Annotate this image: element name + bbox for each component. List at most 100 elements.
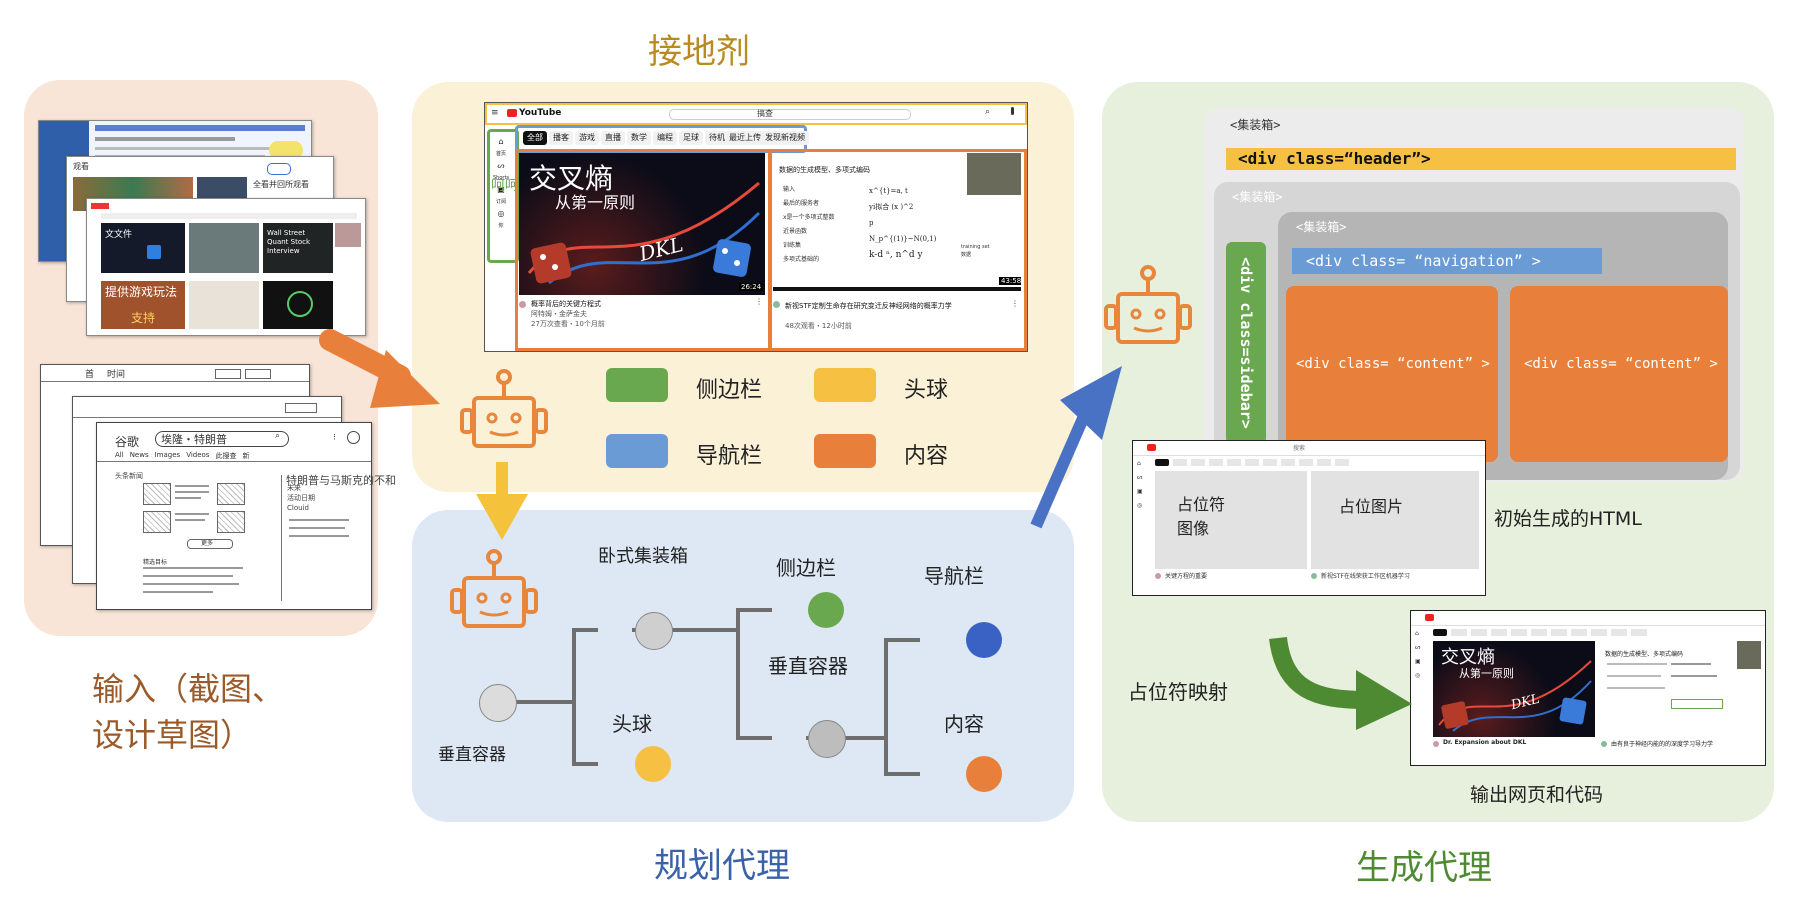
yt-header-region [485,103,1027,125]
planning-panel [412,510,1074,822]
placeholder-mapping-label: 占位符映射 [1128,680,1228,704]
yt-content-region-2 [769,149,1027,351]
yt-video2-meta: 新视STF定制生命存在研究变迁反神经网络的概率力学 48次观看・12小时前 [785,302,952,330]
sketch-menu-icon: ⁝ [333,433,336,443]
tree-label-sidebar: 侧边栏 [776,556,836,580]
planning-tree-edges [496,608,920,776]
yt-video2-avatar[interactable] [773,301,780,308]
legend-swatch-navigation [606,434,668,468]
sketch-side-words: 未来 活动日期 Clouid [287,484,315,512]
yt-chip-6[interactable]: 足球 [679,131,703,145]
output-webpage-mock: ⌂ᔕ▣◎ 交叉熵 从第一原则 DKL 数据的生成模型、多项式编码 Dr. Exp… [1410,610,1766,766]
arrow-placeholder-mapping-head [1356,670,1412,730]
out-video1-title: 交叉熵 [1441,647,1495,668]
yt-chip-5[interactable]: 编程 [653,131,677,145]
sketch-search-text: 埃隆・特朗普 [161,433,227,446]
yt-video1-thumbnail[interactable]: 交叉熵 从第一原则 DKL 26:24 [519,153,765,295]
tree-label-navigation: 导航栏 [924,564,984,588]
yt-search-icon[interactable]: ⌕ [985,107,991,117]
legend-swatch-content [814,434,876,468]
tree-label-header: 头球 [612,712,652,736]
tree-node-header [635,746,671,782]
shot3-bottom-title1: 提供游戏玩法 [105,285,178,299]
code-content-box-2 [1510,286,1728,462]
generation-robot-icon [1104,265,1192,344]
yt-chip-4[interactable]: 数学 [627,131,651,145]
container-inner-label: <集装箱> [1296,220,1347,234]
yt-home-icon[interactable]: ⌂ [498,137,504,146]
legend-swatch-sidebar [606,368,668,402]
init-search-text: 搜索 [1293,445,1306,452]
arrow-grounding-to-planning-head [476,494,528,540]
yt-chip-0[interactable]: 全部 [523,131,547,145]
yt-shorts-icon[interactable]: ᔕ [497,161,505,170]
yt-video2-side-notes: training set 数据 [961,244,990,258]
yt-subscriptions-icon[interactable]: ▣ [497,185,505,194]
out-caption-2: 由有良于神经内能的的深度学习导力学 [1611,741,1714,748]
tree-node-root [479,684,517,722]
yt-chip-7[interactable]: 待机 [705,131,729,145]
out-video1-thumbnail: 交叉熵 从第一原则 DKL [1433,641,1595,737]
initial-html-mock: 搜索 ⌂ᔕ▣◎ 占位符 图像 占位图片 关键方程的重要 新视STF在线荣获工作区… [1132,440,1486,596]
init-caption-1: 关键方程的重要 [1165,573,1208,580]
yt-chip-1[interactable]: 播客 [549,131,573,145]
yt-video2-more-icon[interactable]: ⋮ [1011,299,1019,308]
yt-search-text: 搞查 [757,109,773,118]
legend-label-sidebar: 侧边栏 [696,378,763,403]
yt-video1-curves [527,181,761,285]
yt-video1-subtitle: 从第一原则 [555,193,636,212]
planning-robot-icon [450,549,538,628]
yt-mic-icon[interactable] [1011,107,1014,115]
out-caption-1: Dr. Expansion about DKL [1443,739,1527,746]
yt-logo-text: YouTube [519,108,562,118]
yt-video2-rows: 输入 最后的服务者 x是一个多项式整数 近景函数 训练集 多项式基础的 [783,186,835,263]
sketch-side-text: 特朗普与马斯克的不和 [286,474,396,487]
yt-you-icon[interactable]: ◎ [497,209,505,218]
tree-label-content: 内容 [944,712,984,736]
init-caption-2: 新视STF在线荣获工作区机器学习 [1321,573,1410,580]
init-placeholder-image-label: 占位符 图像 [1177,495,1226,538]
init-placeholder-image [1155,471,1307,569]
shot2-left-label: 观看 [73,162,89,171]
planning-title: 规划代理 [654,846,790,886]
yt-chip-3[interactable]: 直播 [601,131,625,145]
tree-node-vertical [808,720,846,758]
input-caption: 输入（截图、 设计草图） [92,670,285,754]
container-outer-label: <集装箱> [1230,118,1281,132]
yt-chip-9[interactable]: 发现新视频 [761,131,809,145]
tree-node-content [966,756,1002,792]
arrow-placeholder-mapping [1269,636,1367,709]
code-content-box-1 [1286,286,1498,462]
tree-label-vertical: 垂直容器 [768,654,848,678]
code-sidebar-box [1226,242,1266,444]
legend-label-header: 头球 [904,378,949,403]
yt-video2-math: x^{t}=a, t yi拟合 (x )^2 p N_p^{(1)}~N(0,1… [869,187,937,260]
yt-chip-2[interactable]: 游戏 [575,131,599,145]
yt-video2-thumbnail[interactable]: 数据的生成模型、多项式编码 输入 最后的服务者 x是一个多项式整数 近景函数 训… [773,153,1021,295]
out-video2-thumbnail: 数据的生成模型、多项式编码 [1601,641,1761,737]
yt-video1-avatar[interactable] [519,301,526,308]
yt-video2-header: 数据的生成模型、多项式编码 [779,166,870,174]
legend-label-navigation: 导航栏 [696,444,763,469]
yt-search-input[interactable] [669,109,911,120]
yt-sidebar: ⌂ 首页 ᔕ Shorts ▣ 订阅 ◎ 你 [493,133,509,229]
tree-node-navigation [966,622,1002,658]
init-placeholder-picture-label: 占位图片 [1339,497,1404,516]
input-screenshot-youtube: 文文件 Wall Street Quant Stock Interview 提供… [86,198,366,336]
yt-video1-duration: 26:24 [739,283,764,291]
yt-video1-meta: 概率背后的关键方程式 阿特姆・金萨金夫 27万次查看・10个月前 [531,300,605,328]
legend-label-content: 内容 [904,444,949,469]
code-content-2: <div class= “content” > [1524,356,1718,372]
tree-node-sidebar [808,592,844,628]
yt-video1-title: 交叉熵 [529,162,614,195]
tree-node-horizontal [635,612,673,650]
shot3-bottom-title2: 支持 [131,311,156,325]
tree-label-root: 垂直容器 [438,745,506,765]
out-video1-subtitle: 从第一原则 [1459,667,1514,680]
sketch-avatar-icon [347,431,360,444]
yt-video1-more-icon[interactable]: ⋮ [755,297,763,306]
yt-chip-8[interactable]: 最近上传 [725,131,765,145]
init-sidebar-icons: ⌂ᔕ▣◎ [1137,460,1143,509]
grounding-title: 接地剂 [648,32,750,72]
